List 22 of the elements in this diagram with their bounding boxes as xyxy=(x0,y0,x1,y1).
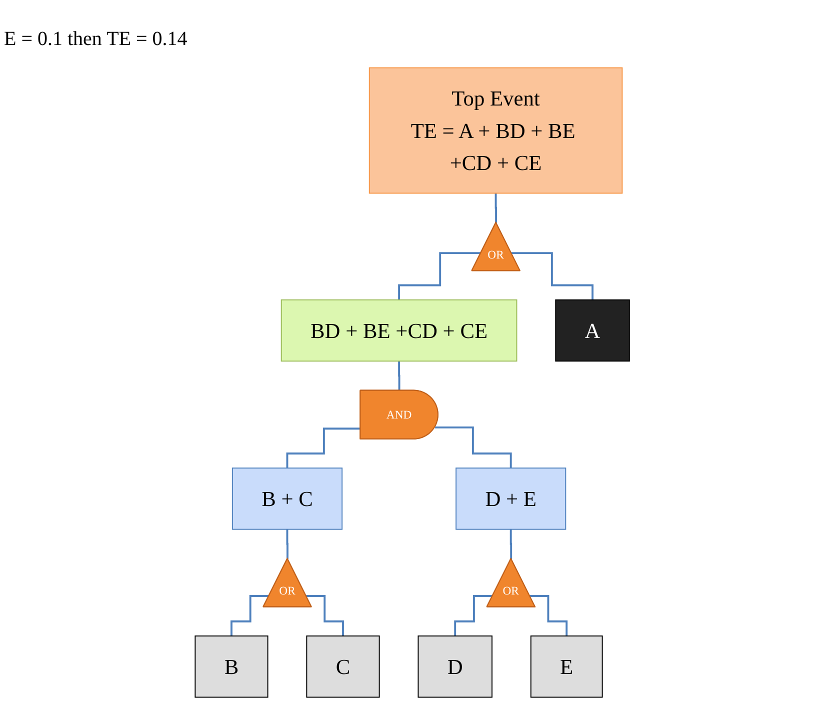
connector xyxy=(454,595,494,637)
connector xyxy=(286,528,289,560)
node-box: D xyxy=(418,635,493,698)
connector xyxy=(398,360,401,392)
connector xyxy=(495,192,498,224)
connector xyxy=(510,528,512,560)
connector xyxy=(398,252,482,301)
note-text: E = 0.1 then TE = 0.14 xyxy=(4,28,188,51)
connector xyxy=(435,426,512,470)
node-box: Top Event TE = A + BD + BE +CD + CE xyxy=(369,67,623,194)
node-box: E xyxy=(530,635,603,698)
node-box: D + E xyxy=(456,468,566,530)
node-box: A xyxy=(555,299,630,362)
connector xyxy=(306,595,344,637)
connector xyxy=(286,428,361,470)
node-box: B xyxy=(194,635,268,698)
node-box: C xyxy=(306,635,380,698)
connector xyxy=(230,595,270,637)
connector xyxy=(530,595,568,637)
connector xyxy=(512,252,594,301)
node-box: B + C xyxy=(232,468,343,530)
node-box: BD + BE +CD + CE xyxy=(281,299,518,362)
